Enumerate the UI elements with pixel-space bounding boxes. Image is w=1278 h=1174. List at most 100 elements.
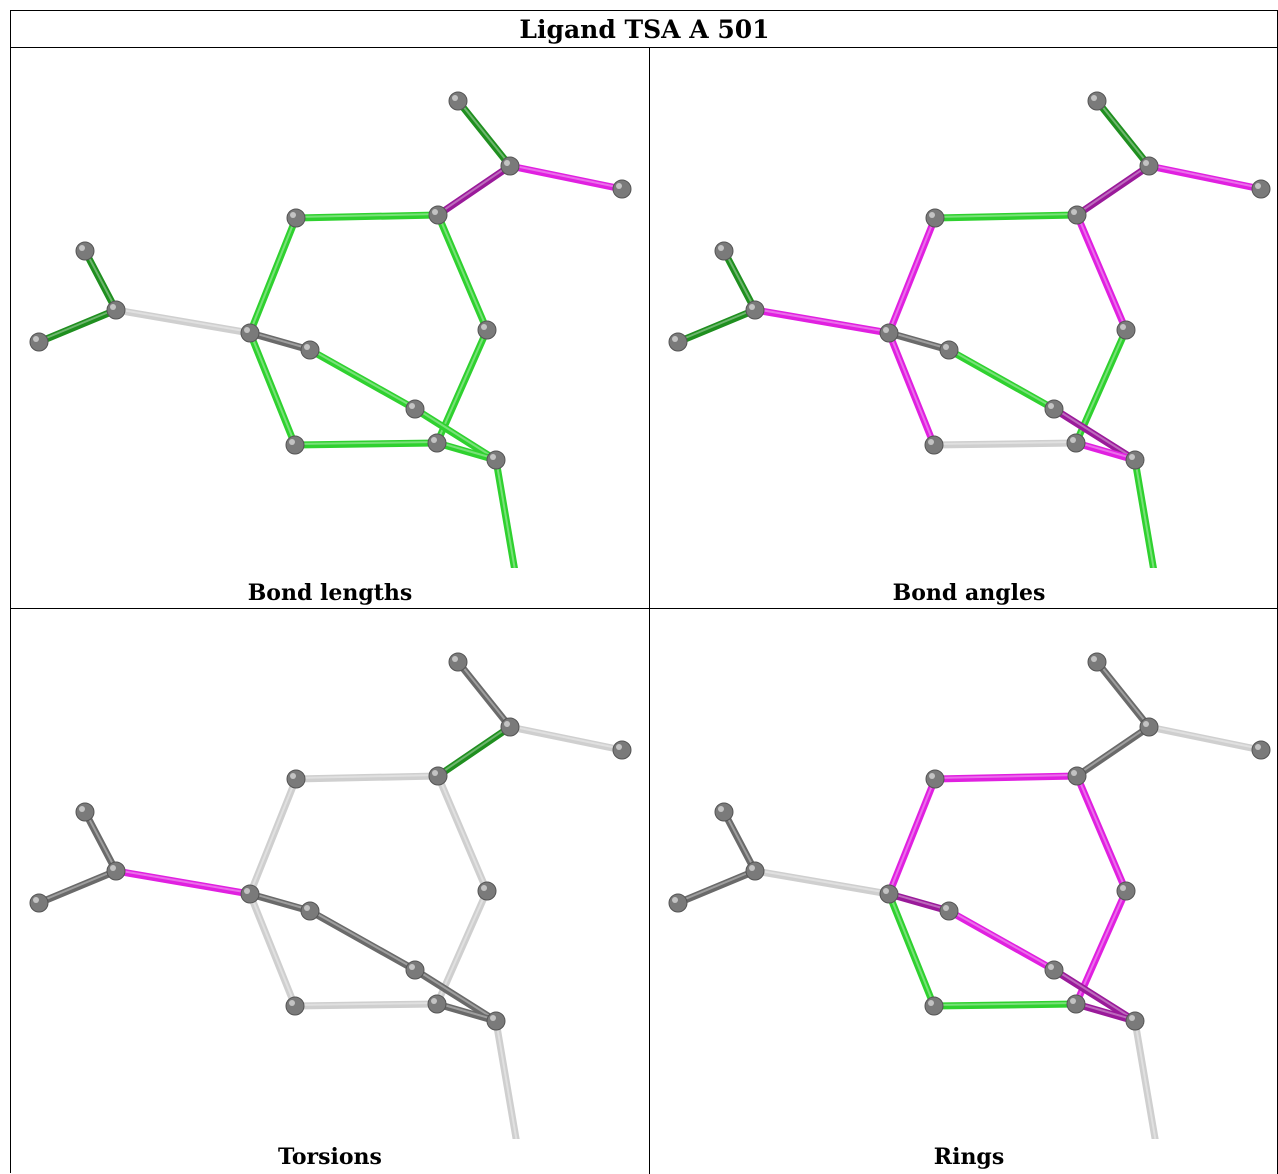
- bond-a9-a4: [885, 214, 939, 337]
- bond-a13-a9: [885, 890, 938, 1010]
- atom-a3: [1251, 179, 1271, 199]
- atom-a14: [427, 994, 447, 1014]
- atom-a13: [924, 996, 944, 1016]
- bond-a5-a10: [434, 211, 491, 334]
- atom-highlight: [672, 336, 678, 342]
- atom-highlight: [289, 1000, 295, 1006]
- bond-a14-a15: [433, 439, 500, 464]
- atom-highlight: [883, 327, 889, 333]
- row-divider: [11, 608, 1278, 609]
- bond-highlight: [436, 889, 488, 1004]
- bond-a9-a11: [885, 329, 953, 354]
- atom-highlight: [749, 865, 755, 871]
- bond-a4-a5: [292, 211, 442, 222]
- panel-caption: Bond angles: [892, 580, 1046, 606]
- atom-a2: [1139, 156, 1159, 176]
- bond-a14-a13: [291, 1000, 441, 1010]
- atom-a6: [75, 241, 95, 261]
- atom-highlight: [616, 744, 622, 750]
- atom-highlight: [1143, 721, 1149, 727]
- molecule-view-bond-angles: [668, 91, 1271, 568]
- atom-a5: [1067, 766, 1087, 786]
- atom-a1: [1087, 91, 1107, 111]
- bond-a2-a3: [1145, 723, 1265, 754]
- bond-highlight: [309, 909, 416, 970]
- bond-highlight: [1096, 660, 1150, 727]
- bond-highlight: [249, 331, 311, 350]
- bond-highlight: [249, 892, 311, 911]
- atom-a9: [879, 323, 899, 343]
- atom-highlight: [1120, 885, 1126, 891]
- molecule-view-rings: [668, 652, 1271, 1139]
- atom-a10: [1116, 881, 1136, 901]
- atom-a5: [428, 766, 448, 786]
- atom-highlight: [290, 773, 296, 779]
- atom-highlight: [490, 454, 496, 460]
- atom-a4: [286, 769, 306, 789]
- bond-a14-a15: [1072, 1000, 1139, 1025]
- atom-highlight: [481, 324, 487, 330]
- bond-a6-a7: [81, 247, 120, 314]
- bond-a5-a10: [434, 772, 491, 895]
- bond-a2-a3: [1145, 162, 1265, 193]
- bond-highlight: [414, 968, 497, 1021]
- atom-highlight: [718, 806, 724, 812]
- bond-highlight: [495, 1019, 518, 1139]
- bond-a9-a11: [246, 329, 314, 354]
- bond-highlight: [457, 660, 511, 727]
- bond-a15-a16: [1131, 1017, 1159, 1139]
- bond-a14-a15: [433, 1000, 500, 1025]
- bond-a9-a4: [246, 775, 300, 898]
- bond-highlight: [309, 348, 416, 409]
- bond-a9-a4: [885, 775, 939, 898]
- bond-a5-a10: [1073, 772, 1130, 895]
- bond-highlight: [723, 810, 756, 871]
- atom-a4: [925, 208, 945, 228]
- bond-a7-a8: [35, 867, 120, 907]
- atom-a1: [1087, 652, 1107, 672]
- bond-highlight: [888, 216, 936, 333]
- bond-highlight: [249, 216, 297, 333]
- atom-a13: [285, 435, 305, 455]
- panel-caption: Torsions: [278, 1144, 382, 1170]
- atom-a10: [477, 881, 497, 901]
- atom-highlight: [1048, 964, 1054, 970]
- bond-highlight: [1075, 328, 1127, 443]
- bond-highlight: [294, 441, 438, 445]
- bond-a15-a16: [492, 456, 518, 568]
- atom-highlight: [1129, 1015, 1135, 1021]
- molecule-view-bond-lengths: [29, 91, 632, 568]
- bond-highlight: [1148, 164, 1262, 189]
- atom-highlight: [452, 95, 458, 101]
- bond-highlight: [754, 869, 890, 894]
- atom-highlight: [452, 656, 458, 662]
- atom-a12: [405, 399, 425, 419]
- bond-a7-a8: [674, 306, 759, 346]
- bond-highlight: [295, 774, 439, 779]
- atom-a12: [1044, 399, 1064, 419]
- bond-a1-a2: [1093, 97, 1153, 170]
- bond-a2-a5: [1073, 723, 1153, 780]
- bond-highlight: [933, 1002, 1077, 1006]
- atom-a11: [939, 340, 959, 360]
- column-divider: [649, 48, 650, 1174]
- bond-highlight: [437, 774, 488, 891]
- panel-caption: Bond lengths: [247, 580, 413, 606]
- bond-a9-a4: [246, 214, 300, 337]
- atom-a12: [405, 960, 425, 980]
- bond-highlight: [495, 458, 516, 568]
- bond-highlight: [436, 1002, 497, 1021]
- atom-a8: [668, 893, 688, 913]
- bond-highlight: [723, 249, 756, 310]
- atom-highlight: [1091, 656, 1097, 662]
- bond-a7-a8: [35, 306, 120, 346]
- bond-a13-a9: [246, 890, 299, 1010]
- atom-a10: [477, 320, 497, 340]
- bond-highlight: [888, 777, 936, 894]
- atom-a4: [286, 208, 306, 228]
- bond-highlight: [677, 869, 756, 903]
- atom-highlight: [929, 212, 935, 218]
- bond-a2-a3: [506, 723, 626, 754]
- atom-a6: [714, 241, 734, 261]
- bond-a2-a5: [1073, 162, 1153, 219]
